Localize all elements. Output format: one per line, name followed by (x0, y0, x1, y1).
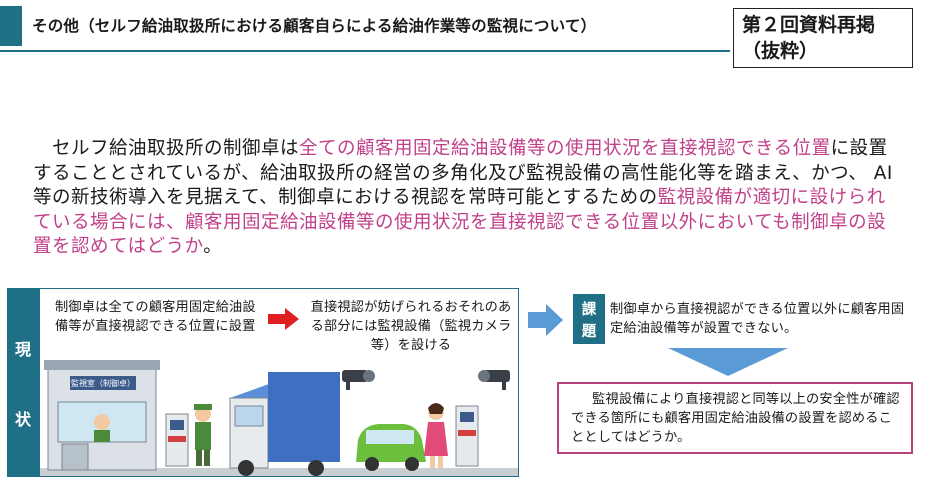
paragraph-highlight: 監視設備が適切に設けられている場合には、顧客用固定給油設備等の使用状況を直接視認… (33, 187, 887, 257)
issue-label-char-2: 題 (581, 324, 597, 340)
header-bar: その他（セルフ給油取扱所における顧客自らによる給油作業等の監視について） (0, 6, 730, 52)
blue-down-arrow-icon (668, 348, 788, 376)
ground (40, 468, 518, 476)
status-right-text: 直接視認が妨げられるおそれのある部分には監視設備（監視カメラ等）を設ける (310, 300, 512, 353)
fuel-pump-icon (165, 413, 189, 467)
main-paragraph: セルフ給油取扱所の制御卓は全ての顧客用固定給油設備等の使用状況を直接視認できる位… (33, 137, 893, 260)
header-underline (0, 50, 730, 52)
proposal-box: 監視設備により直接視認と同等以上の安全性が確認できる箇所にも顧客用固定給油設備の… (557, 382, 913, 454)
paragraph-segment: セルフ給油取扱所の制御卓は (33, 138, 300, 159)
paragraph-segment: 。 (203, 236, 223, 257)
issue-label-char-1: 課 (581, 302, 597, 318)
truck-icon (229, 372, 340, 476)
security-camera-icon (342, 370, 375, 390)
status-label-char-1: 現 (14, 340, 31, 359)
fuel-pump-icon (455, 405, 479, 467)
control-room-sign (70, 376, 136, 390)
security-camera-icon (478, 370, 510, 390)
paragraph-highlight: 全ての顧客用固定給油設備等の使用状況を直接視認できる位置 (299, 138, 831, 159)
proposal-text: 監視設備により直接視認と同等以上の安全性が確認できる箇所にも顧客用固定給油設備の… (571, 392, 900, 445)
status-label-char-2: 状 (14, 410, 31, 429)
badge-line-2: （抜粋） (742, 40, 819, 62)
status-box (39, 288, 519, 477)
customer-figure (424, 403, 448, 468)
control-room-sign-text: 監視室（制御卓） (71, 378, 135, 388)
reprint-badge: 第２回資料再掲 （抜粋） (733, 8, 913, 68)
header-accent-block (0, 6, 22, 46)
status-left-text: 制御卓は全ての顧客用固定給油設備等が直接視認できる位置に設置 (55, 300, 256, 334)
issue-label-tab: 課 題 (573, 294, 605, 344)
red-right-arrow-icon (268, 308, 299, 330)
gas-station-illustration: 監視室（制御卓） (40, 360, 518, 476)
paragraph-segment: に設置することとされているが、給油取扱所の経営の多角化及び監視設備の高性能化等を… (33, 138, 893, 208)
issue-text: 制御卓から直接視認ができる位置以外に顧客用固定給油設備等が設置できない。 (610, 302, 905, 336)
badge-line-1: 第２回資料再掲 (742, 14, 876, 36)
status-label-tab: 現 状 (7, 288, 39, 477)
car-icon (356, 424, 426, 471)
attendant-figure (194, 404, 212, 466)
page-title: その他（セルフ給油取扱所における顧客自らによる給油作業等の監視について） (32, 17, 597, 35)
blue-right-arrow-icon (528, 304, 563, 336)
